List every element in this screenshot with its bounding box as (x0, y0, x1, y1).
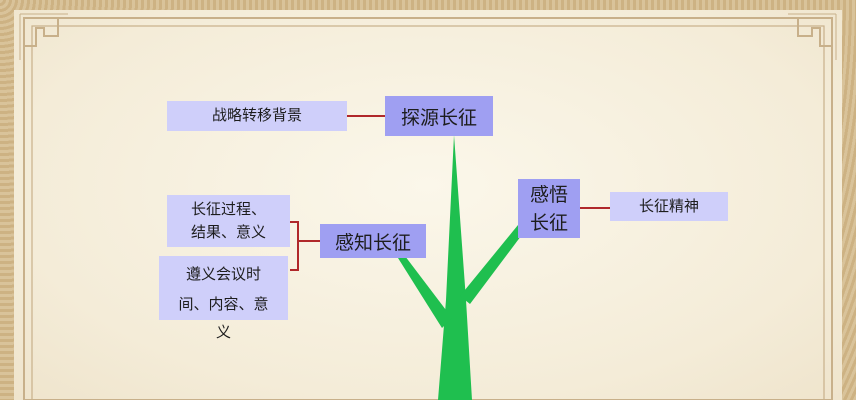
tree-trunk (398, 135, 524, 400)
node-guocheng: 长征过程、 结果、意义 (167, 195, 290, 247)
node-jingshen: 长征精神 (610, 192, 728, 221)
node-zhanlue-label: 战略转移背景 (211, 106, 302, 125)
node-tanyuan: 探源长征 (385, 96, 493, 136)
node-jingshen-label: 长征精神 (638, 196, 699, 215)
node-zunyi-line1: 遵义会议时 (185, 265, 261, 283)
node-ganwu-line1: 感悟 (529, 183, 568, 206)
node-ganwu: 感悟 长征 (518, 179, 580, 238)
node-tanyuan-label: 探源长征 (400, 106, 477, 129)
node-zhanlue: 战略转移背景 (167, 101, 347, 131)
node-ganzhi-label: 感知长征 (334, 231, 411, 254)
node-guocheng-line2: 结果、意义 (190, 223, 266, 241)
ornament-border (19, 13, 837, 400)
node-zunyi-line2: 间、内容、意 (178, 295, 269, 313)
node-zunyi: 遵义会议时 间、内容、意 义 (159, 256, 288, 341)
node-guocheng-line1: 长征过程、 (190, 199, 266, 218)
node-ganwu-line2: 长征 (529, 211, 568, 234)
node-zunyi-line3: 义 (215, 323, 231, 341)
node-ganzhi: 感知长征 (320, 224, 426, 258)
connectors (290, 115, 610, 271)
